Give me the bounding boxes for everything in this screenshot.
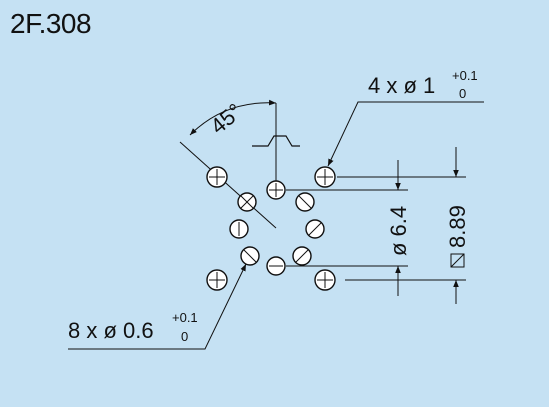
large-hole-callout: 4 x ø 1 (368, 73, 435, 98)
large-hole-tol-upper: +0.1 (452, 68, 478, 83)
pin-symbol (252, 135, 300, 147)
small-hole-leader (68, 263, 247, 350)
small-hole (295, 192, 315, 212)
large-holes (206, 166, 336, 291)
small-hole-tol-upper: +0.1 (172, 310, 198, 325)
angle-arc (189, 99, 277, 136)
small-hole (229, 219, 249, 239)
large-hole (314, 166, 336, 188)
small-hole (266, 180, 286, 200)
small-hole-tol-lower: 0 (181, 329, 188, 344)
small-holes (229, 180, 325, 276)
large-hole (206, 269, 228, 291)
angle-label: 45° (206, 98, 248, 139)
small-hole (292, 246, 312, 266)
square-diameter-icon (450, 253, 465, 268)
small-hole (266, 256, 286, 276)
small-hole (237, 192, 257, 212)
large-hole-leader (327, 101, 484, 167)
large-hole-tol-lower: 0 (459, 86, 466, 101)
dim-inner-label: ø 6.4 (386, 206, 411, 256)
part-number-title: 2F.308 (10, 8, 92, 39)
dim-outer-label: 8.89 (445, 205, 470, 248)
large-hole (206, 166, 228, 188)
angle-dim-line-diagonal (179, 141, 277, 229)
small-hole-callout: 8 x ø 0.6 (68, 318, 154, 343)
large-hole (314, 269, 336, 291)
small-hole (305, 219, 325, 239)
small-hole (240, 246, 260, 266)
